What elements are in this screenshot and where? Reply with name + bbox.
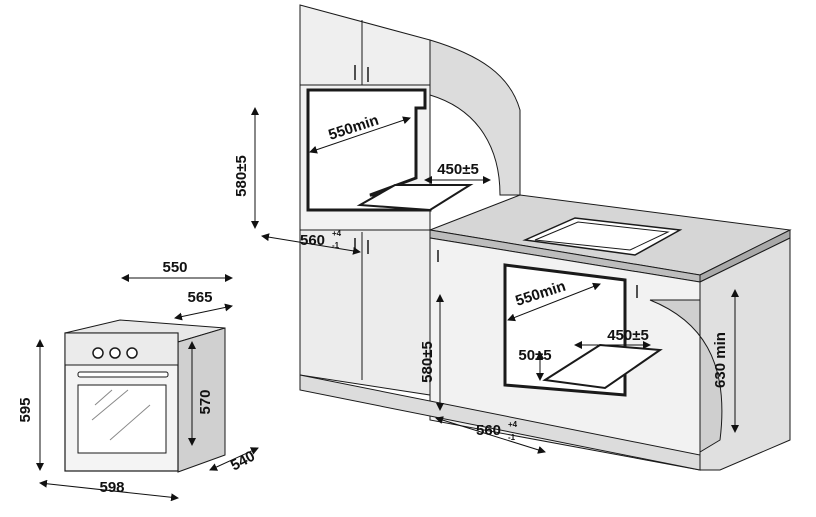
oven-depth-label: 540 [228, 448, 258, 475]
wall-height-label: 580±5 [233, 155, 250, 197]
oven-height-label: 595 [17, 397, 34, 422]
wall-dimension-lines [251, 107, 491, 255]
counter-dimension-lines [435, 282, 739, 454]
counter-height-label: 580±5 [419, 341, 436, 383]
oven-top-depth-label: 550 [162, 259, 187, 276]
counter-inner-label: 450±5 [607, 327, 649, 344]
counter-width-label: 560 [476, 422, 501, 439]
counter-width-tol-minus: -1 [508, 433, 516, 442]
wall-width-tol-minus: -1 [332, 241, 340, 250]
oven-inner-height-label: 570 [197, 389, 214, 414]
knob-3 [126, 347, 138, 359]
wall-inner-label: 450±5 [437, 161, 479, 178]
oven-dimension-lines [36, 274, 259, 502]
knob-1 [92, 347, 104, 359]
oven-unit [64, 319, 226, 473]
oven-width-label: 598 [99, 479, 124, 496]
wall-width-label: 560 [300, 232, 325, 249]
oven-top-width-label: 565 [187, 289, 212, 306]
wall-width-tol-plus: +4 [332, 229, 342, 238]
knob-2 [109, 347, 121, 359]
counter-width-tol-plus: +4 [508, 420, 518, 429]
counter-min-height-label: 630 min [712, 332, 729, 388]
counter-gap-label: 50±5 [518, 347, 551, 364]
